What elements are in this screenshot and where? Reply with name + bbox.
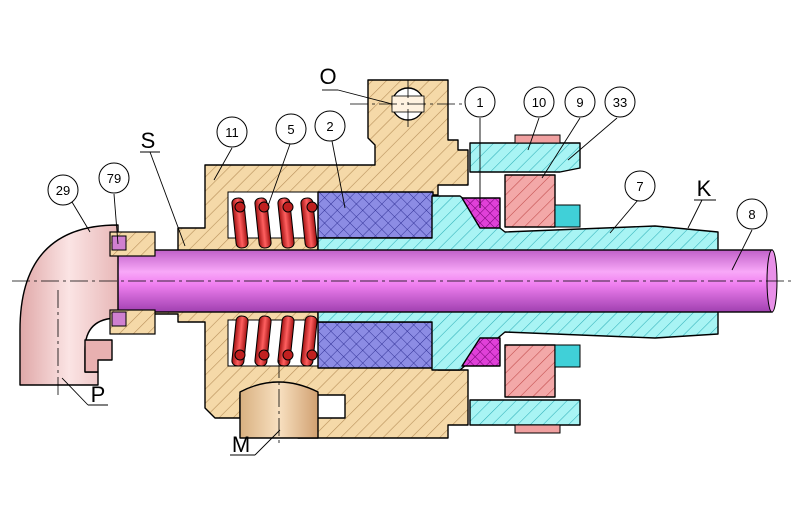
packing-lower	[317, 321, 434, 369]
svg-text:9: 9	[576, 95, 583, 110]
callout-7: 7	[624, 170, 656, 202]
seal-ring-lower	[461, 337, 501, 367]
port-m	[239, 381, 319, 439]
label-M: M	[232, 432, 250, 457]
svg-text:11: 11	[225, 125, 239, 140]
label-K: K	[697, 176, 712, 201]
leader-lines	[61, 89, 753, 456]
svg-text:2: 2	[326, 119, 333, 134]
spring-upper	[231, 197, 318, 249]
ring-79-lower	[111, 311, 127, 327]
callout-5: 5	[275, 113, 307, 145]
ring-10	[514, 134, 561, 144]
svg-text:1: 1	[476, 95, 483, 110]
ring-79	[111, 235, 127, 251]
svg-text:7: 7	[636, 179, 643, 194]
svg-text:8: 8	[748, 207, 755, 222]
end-cap-upper	[469, 142, 581, 173]
svg-text:5: 5	[287, 122, 294, 137]
callout-79: 79	[98, 162, 130, 194]
end-cap-lower	[469, 399, 581, 426]
callout-29: 29	[47, 174, 79, 206]
seal-ring-upper	[461, 197, 501, 229]
callout-2: 2	[314, 110, 346, 142]
callout-10: 10	[523, 86, 555, 118]
svg-text:10: 10	[532, 95, 546, 110]
callout-11: 11	[216, 116, 248, 148]
retaining-ring-upper	[504, 174, 556, 228]
callout-9: 9	[564, 86, 596, 118]
spring-lower	[231, 315, 318, 367]
elbow	[19, 224, 119, 386]
label-P: P	[91, 382, 106, 407]
packing-upper	[317, 191, 434, 239]
svg-text:79: 79	[107, 171, 121, 186]
elbow-flange	[84, 339, 113, 373]
label-S: S	[141, 128, 156, 153]
retaining-ring-lower	[504, 344, 556, 398]
callout-1: 1	[464, 86, 496, 118]
svg-text:29: 29	[56, 183, 70, 198]
callout-8: 8	[736, 198, 768, 230]
end-cap-lip-lower	[554, 344, 581, 368]
callout-33: 33	[604, 86, 636, 118]
ring-10-lower	[514, 424, 561, 434]
svg-text:33: 33	[613, 95, 627, 110]
label-O: O	[319, 64, 336, 89]
end-cap-lip-upper	[554, 204, 581, 228]
